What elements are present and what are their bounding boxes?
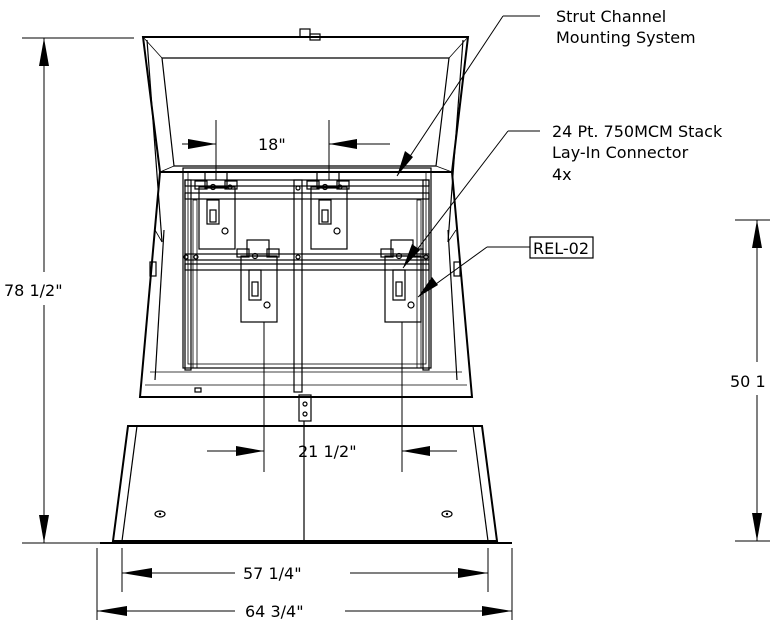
- lay-in-connector-bottom-right: [380, 239, 424, 323]
- height-total-label: 78 1/2": [4, 281, 63, 300]
- tag-label: REL-02: [533, 239, 589, 258]
- width-inner-label: 57 1/4": [243, 564, 302, 583]
- arrow-head: [236, 446, 264, 456]
- connector-callout-line-2: Lay-In Connector: [552, 143, 689, 162]
- connector-callout-line-3: 4x: [552, 165, 572, 184]
- arrow-head: [482, 606, 512, 616]
- arrow-head: [752, 513, 762, 541]
- arrow-head: [188, 139, 216, 149]
- lid-support-arms: [146, 39, 464, 243]
- spacing-dimension-bottom: [207, 322, 457, 472]
- tag-callout-leader: [417, 236, 594, 298]
- upper-housing: [138, 167, 474, 398]
- arrow-head: [329, 139, 357, 149]
- arrow-head: [39, 38, 49, 66]
- strut-callout-line-2: Mounting System: [556, 28, 696, 47]
- tag-box: [529, 236, 594, 259]
- arrow-head: [458, 568, 488, 578]
- lay-in-connector-top-left: [194, 171, 238, 250]
- arrow-head: [402, 446, 430, 456]
- arrow-head: [403, 244, 420, 268]
- strut-channel-frame: [183, 179, 430, 393]
- spacing-top-label: 18": [258, 135, 286, 154]
- connector-callout-leader: [402, 130, 540, 269]
- strut-callout-line-1: Strut Channel: [556, 7, 666, 26]
- arrow-head: [397, 151, 413, 176]
- width-dimension-inner: [121, 548, 489, 592]
- width-outer-label: 64 3/4": [245, 602, 304, 621]
- connector-callout-line-1: 24 Pt. 750MCM Stack: [552, 122, 723, 141]
- width-dimension-outer: [96, 548, 513, 620]
- open-lid: [141, 28, 470, 173]
- lay-in-connector-bottom-left: [236, 239, 280, 323]
- arrow-head: [122, 568, 152, 578]
- hasp-clasp: [298, 394, 312, 422]
- height-dimension-total: [22, 37, 134, 544]
- spacing-dimension-top: [182, 120, 390, 180]
- lay-in-connector-top-right: [306, 171, 350, 250]
- spacing-bottom-label: 21 1/2": [298, 442, 357, 461]
- arrow-head: [752, 220, 762, 248]
- height-dimension-base: [735, 219, 770, 542]
- arrow-head: [418, 277, 438, 297]
- base-section: [100, 421, 512, 544]
- arrow-head: [97, 606, 127, 616]
- height-base-label: 50 1: [730, 372, 766, 391]
- arrow-head: [39, 515, 49, 543]
- strut-callout-leader: [396, 15, 540, 177]
